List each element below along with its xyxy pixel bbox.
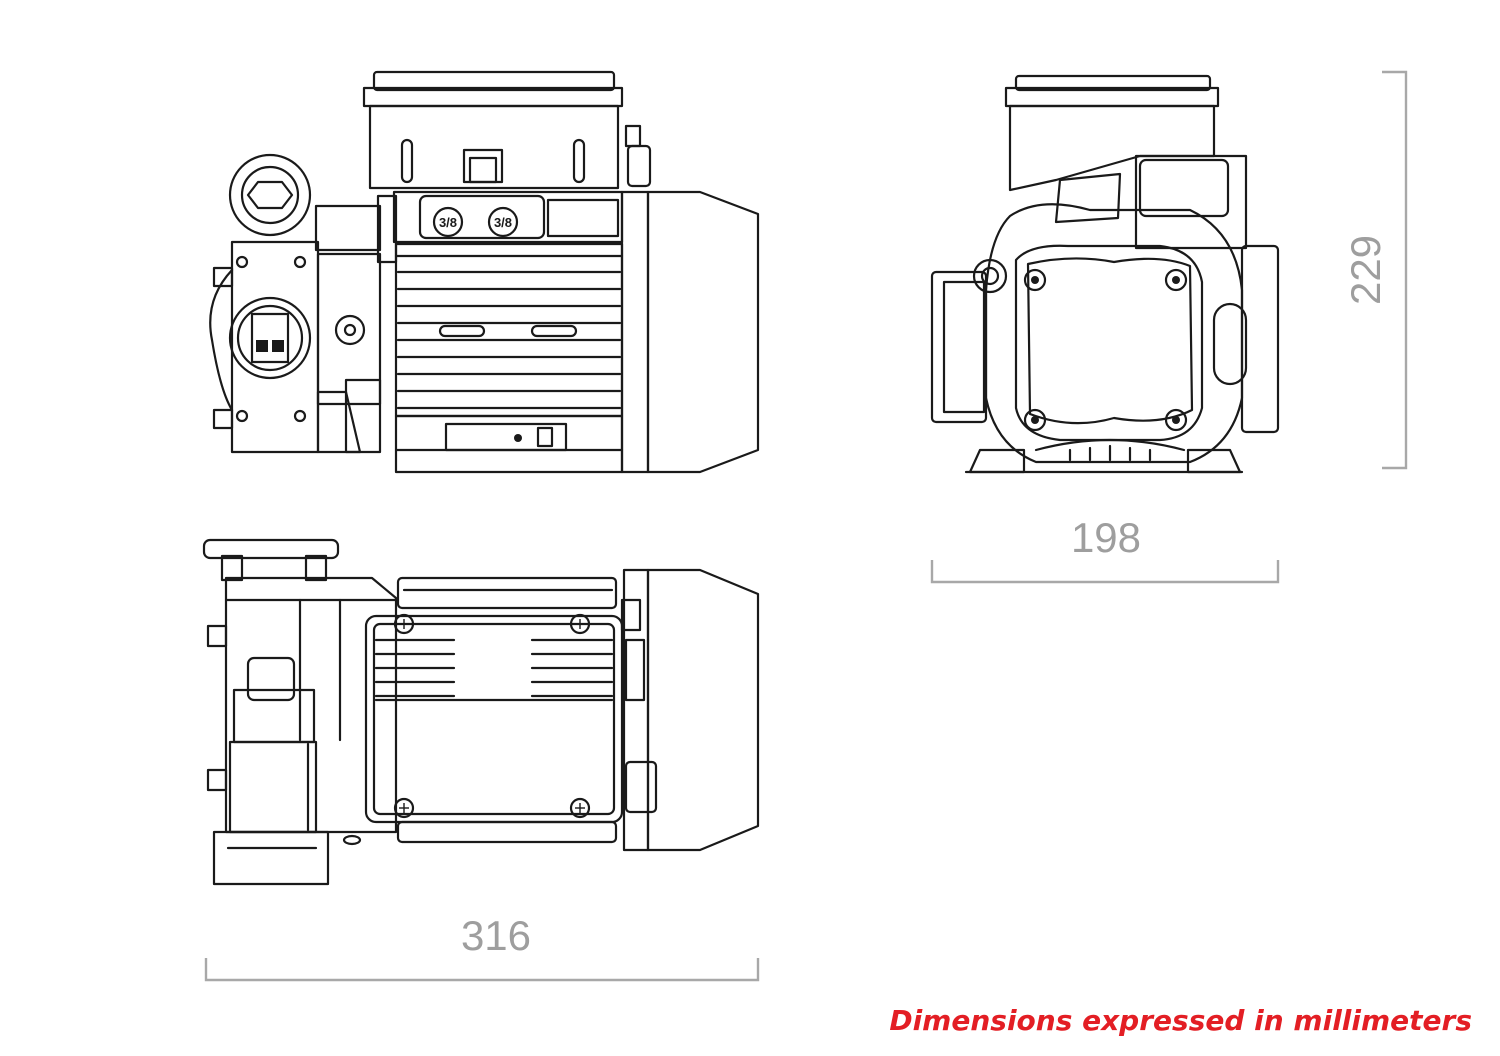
end-view bbox=[930, 74, 1280, 474]
dimensions-note: Dimensions expressed in millimeters bbox=[889, 1004, 1472, 1037]
top-view bbox=[202, 538, 760, 886]
port-label-1: 3/8 bbox=[439, 215, 457, 230]
port-label-2: 3/8 bbox=[494, 215, 512, 230]
dimension-height: 229 bbox=[1342, 70, 1408, 470]
dimension-width: 198 bbox=[930, 514, 1280, 584]
side-view: 3/8 3/8 bbox=[209, 70, 760, 474]
dimension-length: 316 bbox=[204, 912, 760, 982]
dimension-height-value: 229 bbox=[1342, 235, 1389, 305]
dimension-length-value: 316 bbox=[461, 912, 531, 959]
dimension-width-value: 198 bbox=[1071, 514, 1141, 561]
